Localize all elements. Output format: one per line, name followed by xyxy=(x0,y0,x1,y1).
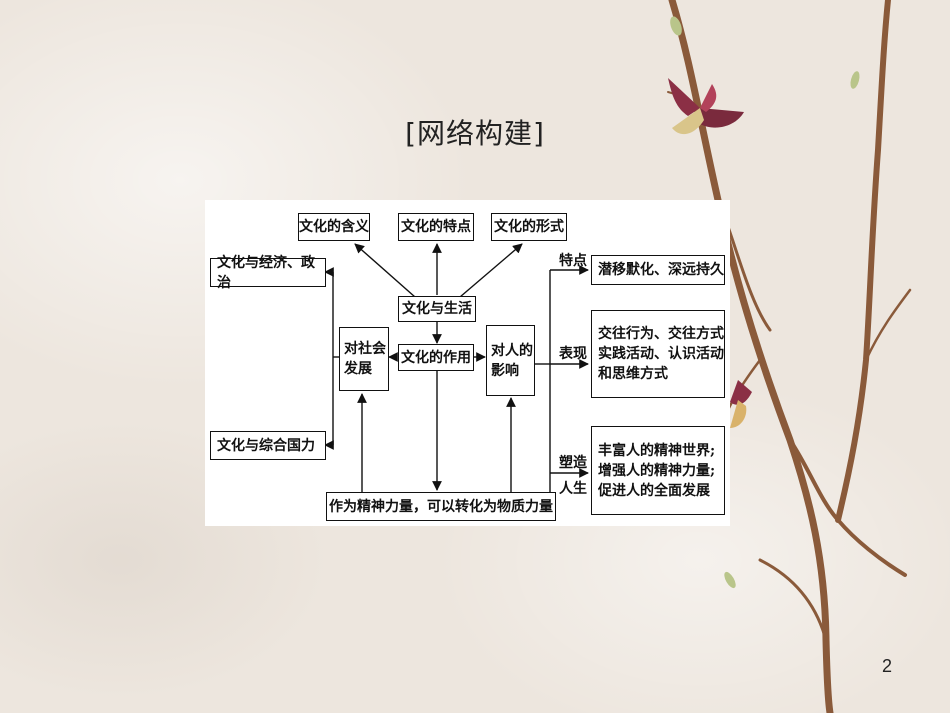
page-number: 2 xyxy=(881,656,892,676)
box-spirit-to-material: 作为精神力量，可以转化为物质力量 xyxy=(326,492,556,521)
show-line-2: 实践活动、认识活动 xyxy=(598,346,724,362)
box-show-behaviors: 交往行为、交往方式 实践活动、认识活动 和思维方式 xyxy=(591,310,725,398)
slide-title: [网络构建] xyxy=(405,117,545,150)
box-culture-forms: 文化的形式 xyxy=(491,213,567,241)
box-culture-features: 文化的特点 xyxy=(398,213,474,241)
label-show: 表现 xyxy=(559,346,587,362)
label-shape-line-1: 塑造 xyxy=(559,455,587,471)
society-line-1: 对社会 xyxy=(344,341,386,357)
butterfly-middle xyxy=(730,380,752,428)
label-shape-line-2: 人生 xyxy=(559,481,587,497)
knowledge-network-diagram: 文化的含义 文化的特点 文化的形式 文化与生活 文化的作用 文化与经济、政治 对… xyxy=(205,200,730,526)
shape-line-2: 增强人的精神力量; xyxy=(598,462,716,479)
show-line-3: 和思维方式 xyxy=(598,366,668,382)
box-shape-life: 丰富人的精神世界; 增强人的精神力量; 促进人的全面发展 xyxy=(591,426,725,515)
label-trait: 特点 xyxy=(559,253,587,269)
box-culture-and-life: 文化与生活 xyxy=(398,296,476,322)
show-line-1: 交往行为、交往方式 xyxy=(598,326,724,342)
shape-line-1: 丰富人的精神世界; xyxy=(598,442,716,459)
box-trait-subtle-lasting: 潜移默化、深远持久 xyxy=(591,255,725,285)
box-society-development: 对社会 发展 xyxy=(339,327,389,391)
box-impact-on-person: 对人的 影响 xyxy=(486,325,535,396)
box-culture-national-power: 文化与综合国力 xyxy=(210,431,326,460)
box-culture-economy-politics: 文化与经济、政治 xyxy=(210,255,326,291)
society-line-2: 发展 xyxy=(344,361,372,377)
person-line-1: 对人的 xyxy=(491,342,533,359)
box-culture-meaning: 文化的含义 xyxy=(298,213,370,241)
shape-line-3: 促进人的全面发展 xyxy=(598,482,710,499)
butterfly-top xyxy=(668,78,744,135)
box-culture-function: 文化的作用 xyxy=(398,344,474,371)
person-line-2: 影响 xyxy=(491,362,519,379)
diagram-connectors xyxy=(324,243,589,492)
